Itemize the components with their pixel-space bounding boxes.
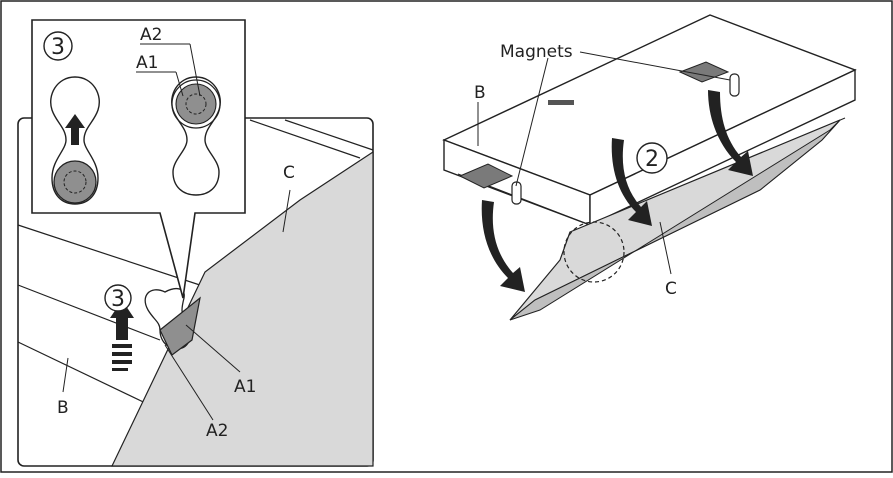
hood-badge — [548, 100, 574, 105]
pin-high-dash — [185, 93, 207, 115]
step-3-label-inset: 3 — [51, 35, 65, 60]
swing-arrows — [481, 90, 753, 292]
label-a1-inset: A1 — [136, 53, 158, 73]
step-2-label: 2 — [645, 147, 659, 172]
step-2-circle — [636, 142, 668, 174]
hood-body-lines — [17, 119, 374, 411]
pin-low-dash — [63, 170, 87, 194]
pin-a1 — [159, 296, 201, 356]
label-c-right: C — [665, 279, 677, 299]
step-3-circle-lower — [104, 284, 132, 312]
filter-edge — [509, 119, 841, 321]
label-b-left: B — [57, 398, 69, 418]
label-c-right-leader — [659, 221, 672, 275]
label-magnets: Magnets — [500, 42, 573, 62]
inset-up-arrow — [65, 114, 85, 145]
step-3-circle-inset — [43, 31, 73, 61]
pin-low-grey — [53, 160, 97, 204]
filter-panel-c — [111, 150, 374, 467]
label-c-left: C — [283, 163, 295, 183]
magnets-leaders — [515, 51, 731, 187]
magnet-pins — [511, 73, 740, 205]
label-a1-left: A1 — [234, 377, 256, 397]
label-a2-left: A2 — [206, 421, 228, 441]
magnet-pads — [458, 61, 730, 189]
label-a2-inset: A2 — [140, 25, 162, 45]
label-b-right: B — [474, 83, 486, 103]
pin-high-grey — [175, 83, 217, 125]
left-panel: 3 C B A1 A2 3 — [17, 19, 374, 467]
leader-lines-left — [62, 189, 291, 421]
pin-high-ring — [171, 79, 221, 129]
right-panel: 2 Magnets B C — [442, 14, 857, 321]
step-3-label-lower: 3 — [111, 287, 125, 312]
inset-leaders — [136, 43, 201, 97]
hood-body — [442, 14, 857, 227]
detail-highlight-circle — [563, 221, 625, 283]
inset-callout: 3 A2 A1 — [31, 19, 246, 299]
